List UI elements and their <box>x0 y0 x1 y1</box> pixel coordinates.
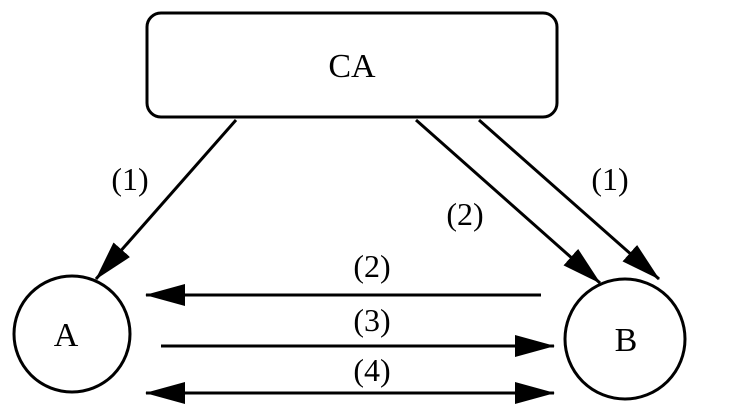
edge-ca-to-b-2: (2) <box>415 118 601 285</box>
node-b-label: B <box>615 322 638 359</box>
node-a-label: A <box>54 317 79 354</box>
edge-ca-to-a-label: (1) <box>111 161 148 197</box>
node-ca: CA <box>145 11 559 119</box>
edge-b-to-a-label: (2) <box>353 248 390 284</box>
edge-b-to-a: (2) <box>145 248 541 306</box>
edge-ca-to-a: (1) <box>94 119 238 280</box>
edge-a-b-bidirectional: (4) <box>145 352 555 404</box>
node-b: B <box>563 277 687 401</box>
edge-ca-to-b-2-label: (2) <box>446 196 483 232</box>
edge-ca-to-b-1: (1) <box>478 118 660 281</box>
edge-a-to-b-label: (3) <box>353 302 390 338</box>
edge-a-b-bidirectional-label: (4) <box>353 352 390 388</box>
edge-a-to-b: (3) <box>161 302 555 357</box>
node-ca-label: CA <box>328 48 376 85</box>
edge-ca-to-b-1-label: (1) <box>591 161 628 197</box>
node-a: A <box>12 274 132 394</box>
